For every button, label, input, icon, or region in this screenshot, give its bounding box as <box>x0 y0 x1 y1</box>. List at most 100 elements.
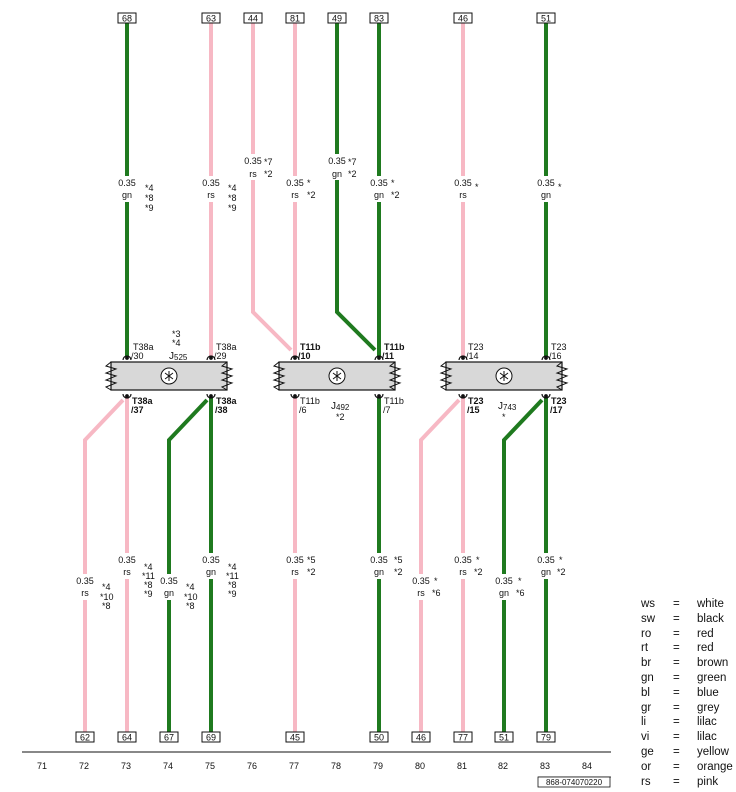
legend-equals: = <box>673 598 680 610</box>
pin-c3-bl-a: T23 <box>468 396 484 406</box>
bottom-terminal-69: 69 <box>206 733 216 743</box>
b45-gauge: 0.35 <box>286 555 304 565</box>
c1-name: J525 <box>169 351 188 362</box>
column-number: 71 <box>37 761 47 771</box>
pin-c2-tl-b: /10 <box>298 351 311 361</box>
c1-note-1: *4 <box>172 338 181 348</box>
legend-row: ro=red <box>641 627 736 642</box>
component-j492 <box>272 361 402 391</box>
column-number: 75 <box>205 761 215 771</box>
bottom-terminal-50: 50 <box>374 733 384 743</box>
w44-gauge: 0.35 <box>244 156 262 166</box>
legend-row: rs=pink <box>641 775 736 790</box>
legend-row: gn=green <box>641 671 736 686</box>
b79-color: gn <box>541 567 551 577</box>
b69-color: gn <box>206 567 216 577</box>
b62-n1: *10 <box>100 592 114 602</box>
b69-n2: *8 <box>228 580 237 590</box>
b64-n3: *9 <box>144 589 153 599</box>
top-terminal-68: 68 <box>122 14 132 24</box>
column-number: 82 <box>498 761 508 771</box>
b50-n0: *5 <box>394 555 403 565</box>
pin-c1-bl-a: T38a <box>132 396 154 406</box>
b51-gauge: 0.35 <box>495 576 513 586</box>
legend-name: brown <box>697 657 729 670</box>
w51-color: gn <box>541 190 551 200</box>
legend-equals: = <box>673 701 680 714</box>
b67-n2: *8 <box>186 601 195 611</box>
legend-code: or <box>641 760 652 773</box>
top-terminal-46: 46 <box>458 14 468 24</box>
pin-c3-br-a: T23 <box>551 396 567 406</box>
w83-color: gn <box>374 190 384 200</box>
pin-c1-tr-b: /29 <box>214 351 227 361</box>
pin-c1-bl-b: /37 <box>131 405 144 415</box>
legend-code: gn <box>641 671 654 684</box>
b62-n2: *8 <box>102 601 111 611</box>
b46-gauge: 0.35 <box>412 576 430 586</box>
pin-c2-br-a: T11b <box>384 396 404 406</box>
b62-color: rs <box>81 588 89 598</box>
column-number: 72 <box>79 761 89 771</box>
legend-code: li <box>641 716 647 729</box>
bottom-terminal-77: 77 <box>458 733 468 743</box>
pin-c1-tl-b: /30 <box>131 351 144 361</box>
b45-n1: *2 <box>307 567 316 577</box>
b50-color: gn <box>374 567 384 577</box>
bottom-terminal-51: 51 <box>499 733 509 743</box>
legend-name: orange <box>697 760 733 773</box>
b67-n0: *4 <box>186 582 195 592</box>
w63-gauge: 0.35 <box>202 178 220 188</box>
bottom-terminal-62: 62 <box>80 733 90 743</box>
color-legend: ws=white sw=black ro=red rt=red br=brown… <box>641 597 736 789</box>
pin-c1-tl-a: T38a <box>133 342 154 352</box>
b46-color: rs <box>417 588 425 598</box>
b45-color: rs <box>291 567 299 577</box>
w49-n0: *7 <box>348 157 357 167</box>
b62-gauge: 0.35 <box>76 576 94 586</box>
pin-c1-tr-a: T38a <box>216 342 237 352</box>
b69-n0: *4 <box>228 562 237 572</box>
w44-n0: *7 <box>264 157 273 167</box>
w49-color: gn <box>332 169 342 179</box>
b64-n2: *8 <box>144 580 153 590</box>
legend-row: rt=red <box>641 641 736 656</box>
bottom-terminal-64: 64 <box>122 733 132 743</box>
legend-name: green <box>697 671 727 684</box>
legend-code: rs <box>641 775 651 788</box>
legend-equals: = <box>673 760 680 773</box>
b69-n3: *9 <box>228 589 237 599</box>
label-gaps <box>72 154 559 600</box>
b67-n1: *10 <box>184 592 198 602</box>
pin-c3-tr-b: /16 <box>549 351 562 361</box>
wire-44-rs <box>251 22 293 352</box>
bottom-terminal-67: 67 <box>164 733 174 743</box>
w83-n0: * <box>391 178 395 188</box>
w68-n0: *4 <box>145 183 154 193</box>
w63-n0: *4 <box>228 183 237 193</box>
legend-name: yellow <box>697 745 729 758</box>
pin-c2-bl-a: T11b <box>300 396 320 406</box>
b51-color: gn <box>499 588 509 598</box>
column-number: 77 <box>289 761 299 771</box>
c3-note-0: * <box>502 412 506 422</box>
column-number: 74 <box>163 761 173 771</box>
pin-c2-tr-b: /11 <box>382 351 394 361</box>
top-terminal-51: 51 <box>541 14 551 24</box>
b77-n0: * <box>476 555 480 565</box>
wire-51b-gn <box>502 398 544 735</box>
b64-n0: *4 <box>144 562 153 572</box>
legend-row: li=lilac <box>641 715 736 730</box>
w83-gauge: 0.35 <box>370 178 388 188</box>
w51-n0: * <box>558 182 562 192</box>
top-terminal-63: 63 <box>206 14 216 24</box>
pin-c3-tl-b: /14 <box>466 351 479 361</box>
column-number: 84 <box>582 761 592 771</box>
legend-equals: = <box>673 716 680 729</box>
pin-c3-tl-a: T23 <box>468 342 484 352</box>
top-terminal-49: 49 <box>332 14 342 24</box>
legend-code: rt <box>641 642 649 655</box>
w63-n1: *8 <box>228 193 237 203</box>
w81-n1: *2 <box>307 190 316 200</box>
